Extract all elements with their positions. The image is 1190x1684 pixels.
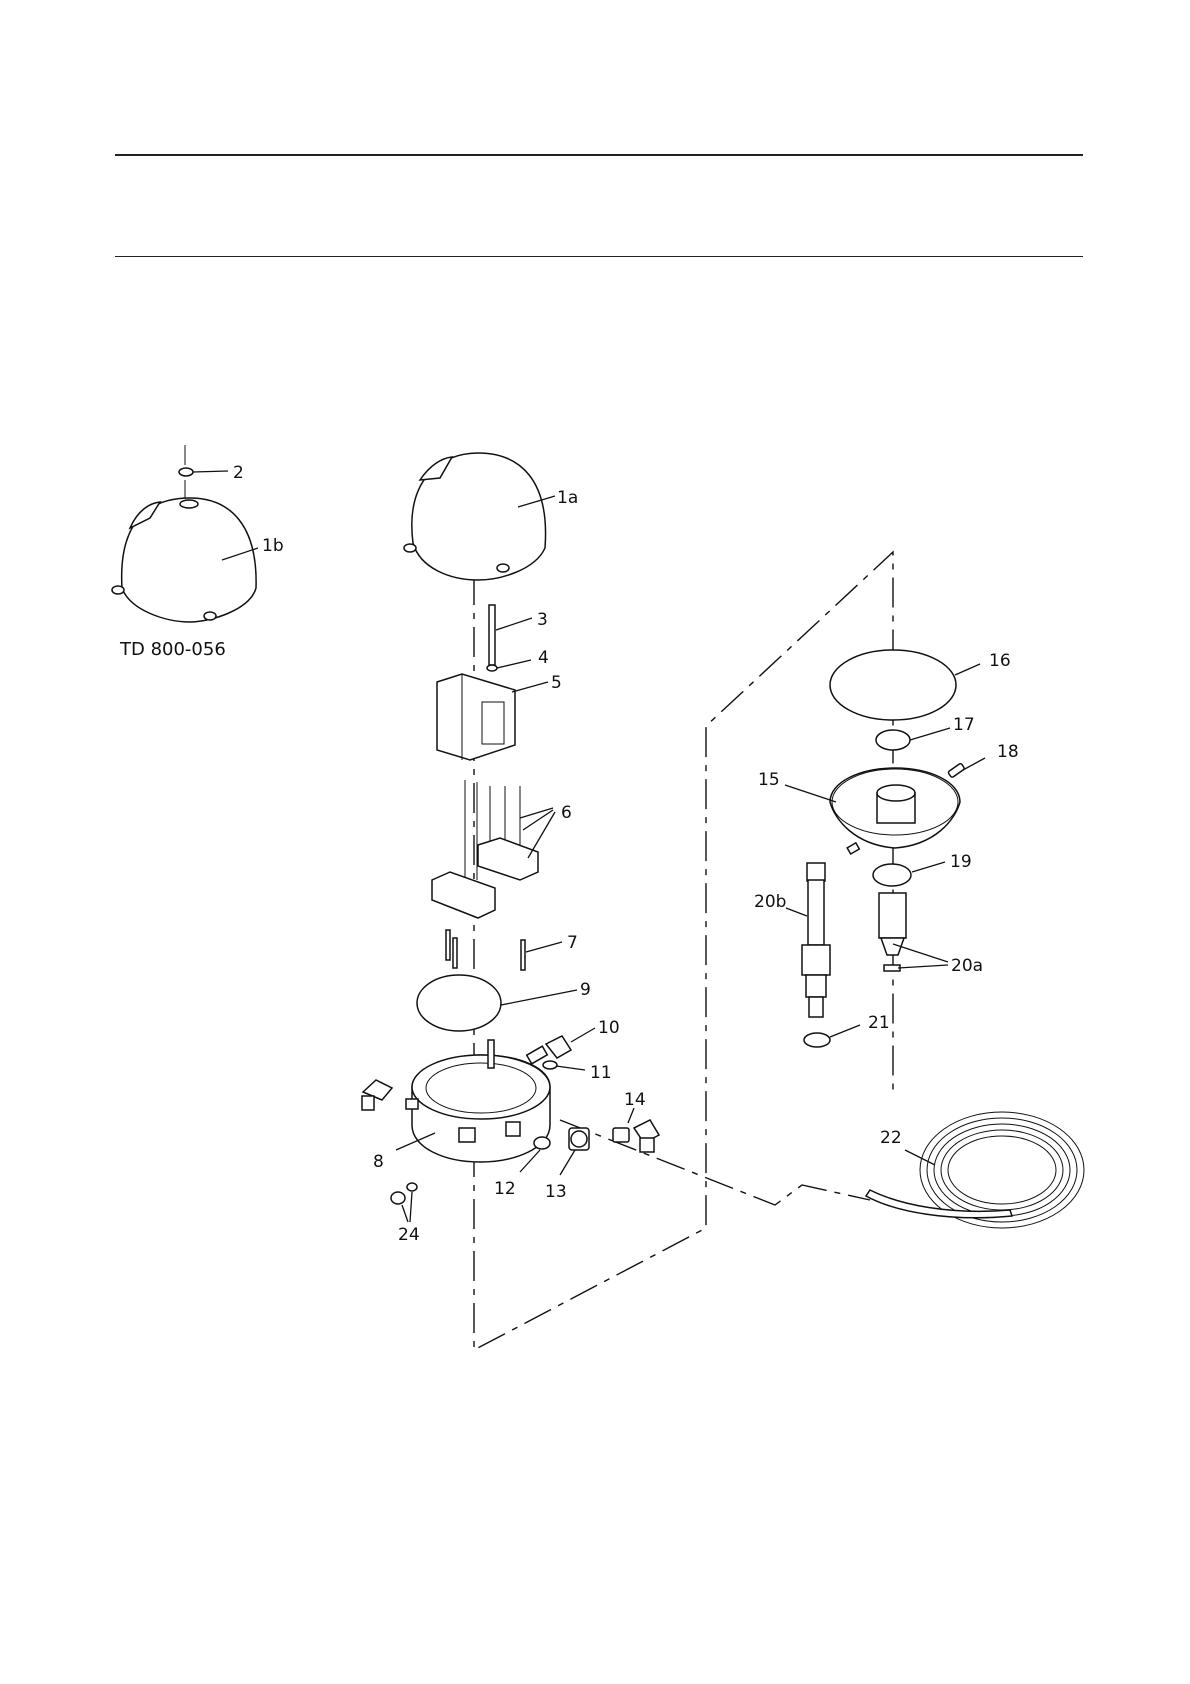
callout-1a: 1a (557, 488, 578, 508)
callout-10: 10 (598, 1018, 620, 1038)
callout-1b: 1b (262, 536, 284, 556)
callout-17: 17 (953, 715, 975, 735)
callout-19: 19 (950, 852, 972, 872)
o-ring-16 (830, 650, 956, 720)
pin-18 (948, 763, 965, 778)
fitting-11 (543, 1061, 557, 1069)
callout-3: 3 (537, 610, 548, 630)
plug-12 (534, 1137, 550, 1149)
callout-24: 24 (398, 1225, 420, 1245)
screw-3 (489, 605, 495, 665)
elbow-fitting-10 (527, 1036, 571, 1064)
callout-22: 22 (880, 1128, 902, 1148)
o-ring-9 (417, 975, 501, 1031)
callout-12: 12 (494, 1179, 516, 1199)
callout-13: 13 (545, 1182, 567, 1202)
callout-18: 18 (997, 742, 1019, 762)
cone-housing-15 (830, 768, 960, 854)
cable-path (560, 1120, 870, 1205)
module-5 (437, 674, 515, 760)
callout-5: 5 (551, 673, 562, 693)
callout-4: 4 (538, 648, 549, 668)
nut-washer-24 (391, 1183, 417, 1204)
callout-2: 2 (233, 463, 244, 483)
callout-6: 6 (561, 803, 572, 823)
callout-20a: 20a (951, 956, 983, 976)
callout-16: 16 (989, 651, 1011, 671)
o-ring-17 (876, 730, 910, 750)
valve-block-6 (432, 780, 538, 918)
callout-7: 7 (567, 933, 578, 953)
callout-20b: 20b (754, 892, 786, 912)
callout-8: 8 (373, 1152, 384, 1172)
elbow-fitting-14 (613, 1120, 659, 1152)
o-ring-19 (873, 864, 911, 886)
shaft-20b (802, 863, 830, 1017)
washer-4 (487, 665, 497, 671)
callout-9: 9 (580, 980, 591, 1000)
callout-15: 15 (758, 770, 780, 790)
dome-cover-1a (404, 453, 546, 580)
callout-21: 21 (868, 1013, 890, 1033)
callout-14: 14 (624, 1090, 646, 1110)
screws-7 (446, 930, 525, 970)
document-code: TD 800-056 (119, 639, 226, 660)
elbow-fitting-left (362, 1080, 418, 1110)
union-fitting-13 (569, 1128, 589, 1150)
callout-11: 11 (590, 1063, 612, 1083)
o-ring-21 (804, 1033, 830, 1047)
